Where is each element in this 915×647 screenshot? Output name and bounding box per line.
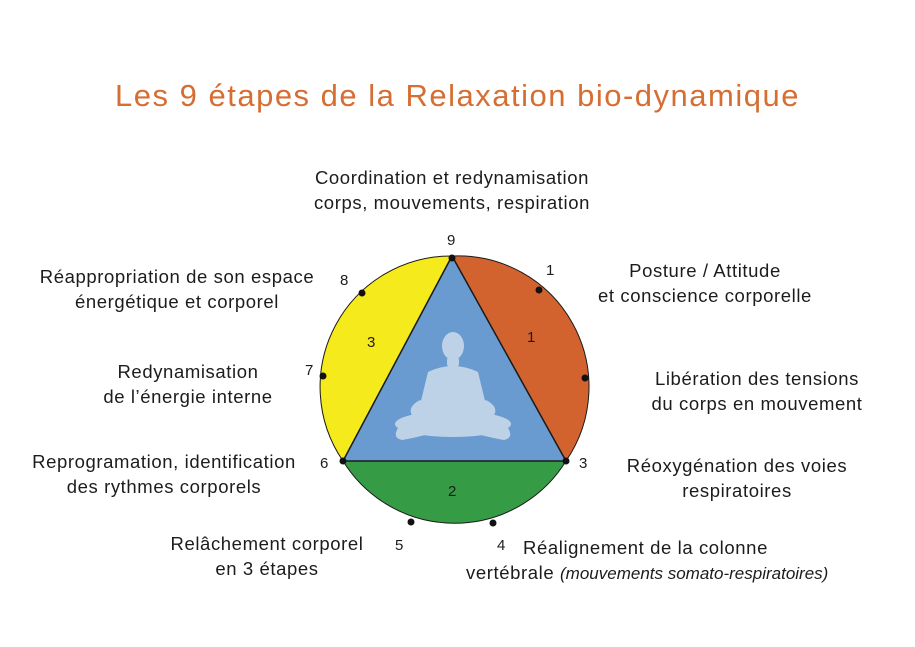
step-6-line-1: Reprogramation, identification [32, 451, 296, 472]
step-2-line-1: Libération des tensions [654, 368, 860, 389]
step-9-line-1: Coordination et redynamisation [314, 167, 590, 188]
step-7-label: Redynamisation de l’énergie interne [68, 359, 308, 409]
step-9-label: Coordination et redynamisation corps, mo… [247, 165, 657, 215]
step-7-line-1: Redynamisation [117, 361, 259, 382]
step-number-7: 7 [305, 362, 314, 379]
step-4-line-1: Réalignement de la colonne [523, 537, 768, 558]
step-1-line-1: Posture / Attitude [629, 260, 781, 281]
segment-number-left: 3 [367, 334, 376, 351]
marker-2 [581, 374, 589, 382]
step-7-line-2: de l’énergie interne [103, 386, 273, 407]
step-number-1: 1 [546, 262, 555, 279]
meditating-figure-icon [395, 332, 511, 440]
segment-bottom [342, 460, 567, 524]
marker-4 [489, 519, 497, 527]
step-5-label: Relâchement corporel en 3 étapes [147, 531, 387, 581]
step-4-line-2-italic: (mouvements somato-respiratoires) [560, 564, 829, 583]
step-3-line-1: Réoxygénation des voies [626, 455, 848, 476]
marker-6 [339, 457, 347, 465]
step-number-9: 9 [447, 232, 456, 249]
step-2-label: Libération des tensions du corps en mouv… [612, 366, 902, 416]
step-9-line-2: corps, mouvements, respiration [313, 192, 591, 213]
step-2-line-2: du corps en mouvement [651, 393, 863, 414]
step-8-line-2: énergétique et corporel [74, 291, 280, 312]
segment-right [451, 255, 590, 462]
step-number-4: 4 [497, 537, 506, 554]
step-5-line-2: en 3 étapes [215, 558, 319, 579]
segment-left [319, 255, 453, 462]
segment-number-right: 1 [527, 329, 536, 346]
step-6-label: Reprogramation, identification des rythm… [10, 449, 318, 499]
step-3-label: Réoxygénation des voies respiratoires [592, 453, 882, 503]
step-1-label: Posture / Attitude et conscience corpore… [560, 258, 850, 308]
step-number-6: 6 [320, 455, 329, 472]
step-4-line-2: vertébrale [466, 562, 561, 583]
step-4-label: Réalignement de la colonne vertébrale (m… [466, 535, 896, 586]
step-markers [319, 254, 589, 527]
step-6-line-2: des rythmes corporels [66, 476, 262, 497]
marker-3 [562, 457, 570, 465]
step-number-8: 8 [340, 272, 349, 289]
step-8-label: Réappropriation de son espace énergétiqu… [12, 264, 342, 314]
step-number-3: 3 [579, 455, 588, 472]
page-title: Les 9 étapes de la Relaxation bio-dynami… [115, 78, 800, 113]
marker-9 [448, 254, 456, 262]
step-8-line-1: Réappropriation de son espace [39, 266, 315, 287]
marker-8 [358, 289, 366, 297]
segment-number-bottom: 2 [448, 483, 457, 500]
step-3-line-2: respiratoires [682, 480, 792, 501]
marker-7 [319, 372, 327, 380]
step-5-line-1: Relâchement corporel [170, 533, 364, 554]
marker-5 [407, 518, 415, 526]
step-number-5: 5 [395, 537, 404, 554]
marker-1 [535, 286, 543, 294]
step-1-line-2: et conscience corporelle [598, 285, 812, 306]
